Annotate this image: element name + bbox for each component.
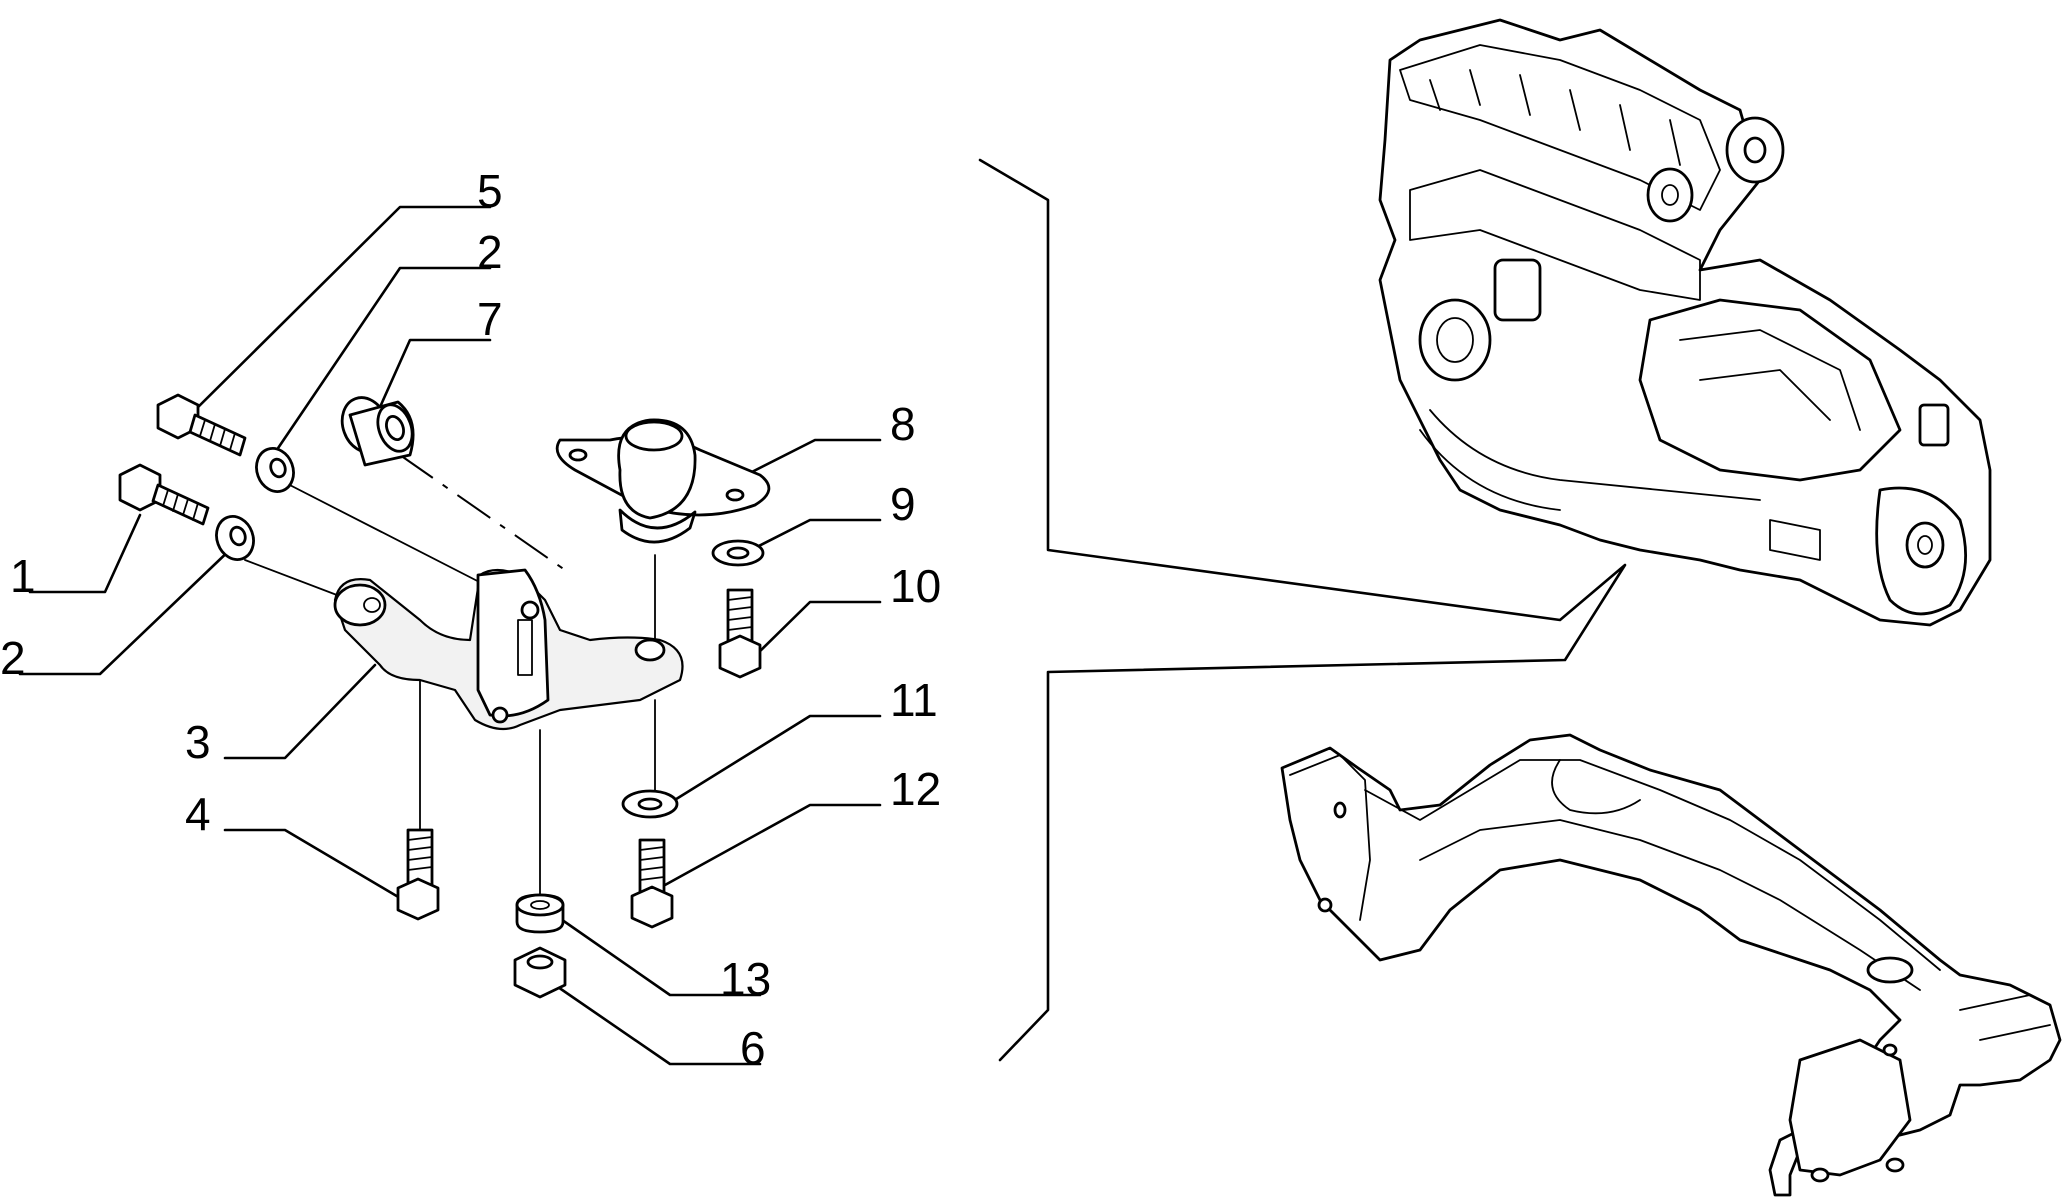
leader-8 [738,438,882,480]
leader-9 [743,518,882,555]
callout-8: 8 [890,398,916,450]
leader-4 [223,828,402,900]
subframe-crossmember [1280,733,2062,1197]
callout-4: 4 [185,788,211,840]
washer-2-top [255,447,295,493]
callout-10: 10 [890,560,941,612]
group-bracket [978,158,1627,1062]
washer-13 [515,893,565,934]
axis-bush-bracket [399,454,566,571]
washer-2-bottom [215,515,255,561]
leader-7 [370,338,492,427]
engine-mount-8 [555,418,771,544]
leader-13 [553,913,762,997]
leader-3 [223,663,377,760]
callout-13: 13 [720,953,771,1005]
nut-6 [513,946,567,999]
leader-10 [753,600,882,658]
leader-6 [553,983,762,1066]
callout-7: 7 [477,293,503,345]
callout-9: 9 [890,478,916,530]
bolt-1 [118,463,210,526]
leader-2-top [268,266,492,462]
bolt-4 [396,828,440,921]
leader-1 [28,513,142,594]
bracket-3 [333,568,684,731]
callout-12: 12 [890,763,941,815]
bolt-12 [630,838,674,929]
callout-11: 11 [890,674,938,726]
callout-3: 3 [185,716,211,768]
callout-1: 1 [10,550,36,602]
washer-11 [621,789,679,819]
bush-7 [340,396,415,467]
bolt-5 [156,393,247,457]
leader-5 [183,205,492,422]
leader-2-bottom [18,543,237,676]
callout-5: 5 [477,165,503,217]
axis-lower-washer [244,559,351,601]
leader-11 [663,714,882,808]
engine-gearbox-assembly [1378,18,1992,627]
callout-2-bottom: 2 [0,632,26,684]
callout-6: 6 [740,1022,766,1074]
callout-2-top: 2 [477,226,503,278]
callout-labels: 5 2 7 8 9 10 1 2 3 11 12 4 13 6 [0,165,941,1074]
leader-12 [663,803,882,887]
leader-lines [18,158,1627,1066]
bolt-10 [718,588,762,679]
assembly-axes [244,454,656,901]
washer-9 [711,539,765,567]
axis-washer-bracket [279,479,496,591]
